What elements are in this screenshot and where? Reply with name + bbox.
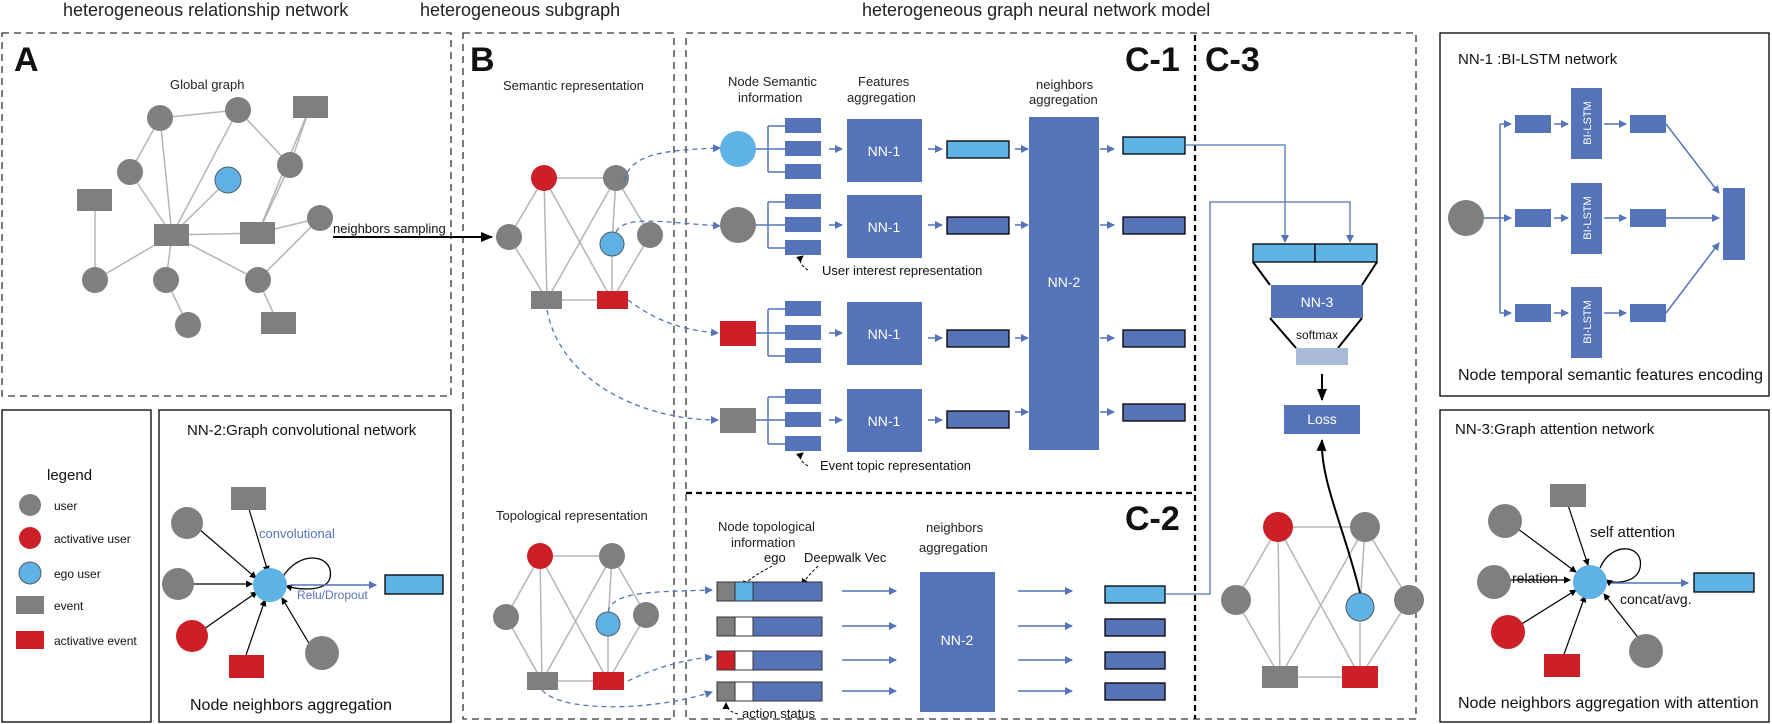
- nn1-label-1: NN-1: [868, 143, 901, 159]
- panel-b-frame: [462, 32, 675, 720]
- panel-b-label: B: [470, 41, 495, 79]
- nn1-label-4: NN-1: [868, 413, 901, 429]
- nn1-label-3: NN-1: [868, 326, 901, 342]
- features-label-1: Features: [858, 74, 910, 89]
- action-status-pointer: [722, 702, 739, 715]
- nn1-caption: Node temporal semantic features encoding: [1458, 367, 1763, 384]
- c2-nn2-label: NN-2: [941, 632, 974, 648]
- panel-c1-label: C-1: [1125, 41, 1180, 79]
- c1-small-arrows: [829, 145, 1115, 424]
- bilstm-label-2: BI-LSTM: [1582, 196, 1594, 239]
- c3-connectors: [1165, 144, 1354, 595]
- header-model: heterogeneous graph neural network model: [862, 0, 1210, 20]
- ego-label: ego: [764, 550, 786, 565]
- legend-event: event: [54, 599, 84, 613]
- relu-dropout-label: Relu/Dropout: [297, 588, 368, 602]
- nn2-title: NN-2:Graph convolutional network: [187, 422, 417, 439]
- nn1-diagram: [1448, 88, 1745, 358]
- nn3-label: NN-3: [1301, 294, 1334, 310]
- header-relationship-network: heterogeneous relationship network: [63, 0, 349, 20]
- loss-block: [1284, 405, 1360, 434]
- panel-a-label: A: [14, 41, 39, 79]
- action-status-label: action status: [742, 706, 815, 721]
- event-topic-pointer: [796, 452, 809, 467]
- softmax-output: [1296, 348, 1348, 365]
- nn2-caption: Node neighbors aggregation: [190, 697, 392, 714]
- nn1-title: NN-1 :BI-LSTM network: [1458, 51, 1618, 68]
- panel-c2-label: C-2: [1125, 500, 1180, 538]
- c1-nn2-block: [1029, 117, 1099, 450]
- relation-label: relation: [1512, 570, 1558, 586]
- nn3-frame: [1439, 409, 1770, 723]
- nn1-label-2: NN-1: [868, 219, 901, 235]
- deepwalk-label: Deepwalk Vec: [804, 550, 887, 565]
- topological-subgraph: [493, 543, 659, 690]
- c3-funnel: [1252, 261, 1378, 349]
- c2-neighbors-label-2: aggregation: [919, 540, 988, 555]
- legend-ego-user: ego user: [54, 567, 101, 581]
- panel-a-frame: [1, 32, 452, 397]
- c1-bracket-lines: [756, 125, 785, 445]
- c1-source-nodes: [720, 131, 756, 433]
- concat-vector: [1252, 243, 1378, 263]
- header-subgraph: heterogeneous subgraph: [420, 0, 620, 20]
- c1-nn2-label: NN-2: [1048, 274, 1081, 290]
- ego-to-loss-arrow: [1316, 439, 1361, 594]
- node-topological-label-1: Node topological: [718, 519, 815, 534]
- c2-neighbors-label-1: neighbors: [926, 520, 984, 535]
- nn3-caption: Node neighbors aggregation with attentio…: [1458, 695, 1759, 712]
- event-topic-label: Event topic representation: [820, 458, 971, 473]
- node-semantic-label-1: Node Semantic: [728, 74, 817, 89]
- bilstm-label-3: BI-LSTM: [1582, 300, 1594, 343]
- c2-arrows: [842, 587, 1073, 695]
- node-semantic-label-2: information: [738, 90, 802, 105]
- softmax-label: softmax: [1296, 328, 1338, 342]
- loss-label: Loss: [1307, 411, 1337, 427]
- legend-activative-event: activative event: [54, 634, 137, 648]
- bilstm-label-1: BI-LSTM: [1582, 101, 1594, 144]
- neighbors-sampling-label: neighbors sampling: [333, 221, 446, 236]
- neighbors-agg-label-2: aggregation: [1029, 92, 1098, 107]
- c2-topology-rows: [716, 581, 823, 702]
- panel-c3-label: C-3: [1205, 41, 1260, 79]
- neighbors-agg-label-1: neighbors: [1036, 77, 1094, 92]
- global-graph-label: Global graph: [170, 77, 244, 92]
- convolutional-label: convolutional: [259, 526, 335, 541]
- nn3-graph: [1477, 484, 1755, 677]
- nn3-block: [1271, 285, 1363, 318]
- c1-embedding-bars: [946, 140, 1010, 429]
- semantic-representation-label: Semantic representation: [503, 78, 644, 93]
- node-topological-label-2: information: [731, 535, 795, 550]
- legend-frame: [1, 409, 152, 723]
- concat-avg-label: concat/avg.: [1620, 591, 1692, 607]
- topological-representation-label: Topological representation: [496, 508, 648, 523]
- c3-graph: [1221, 512, 1424, 688]
- b-to-c-connectors: [541, 144, 721, 708]
- nn1-frame: [1439, 32, 1770, 397]
- panel-c-frame: [685, 32, 1417, 720]
- nn2-frame: [158, 409, 452, 723]
- c1-output-bars: [1122, 136, 1186, 422]
- global-graph-edges: [94, 106, 321, 326]
- global-graph-nodes: [77, 96, 333, 338]
- c2-nn2-block: [920, 572, 995, 712]
- legend-activative-user: activative user: [54, 532, 131, 546]
- c2-output-bars: [1104, 585, 1166, 701]
- c1-nn1-blocks: [847, 119, 922, 452]
- user-interest-pointer: [796, 255, 809, 271]
- nn3-title: NN-3:Graph attention network: [1455, 421, 1655, 438]
- features-label-2: aggregation: [847, 90, 916, 105]
- semantic-subgraph: [496, 165, 663, 309]
- legend-title: legend: [47, 467, 92, 484]
- user-interest-label: User interest representation: [822, 263, 982, 278]
- nn2-graph: [162, 487, 444, 678]
- legend-swatches: [16, 494, 44, 649]
- c1-feature-bars: [785, 118, 821, 451]
- legend-user: user: [54, 499, 77, 513]
- self-attention-label: self attention: [1590, 524, 1675, 541]
